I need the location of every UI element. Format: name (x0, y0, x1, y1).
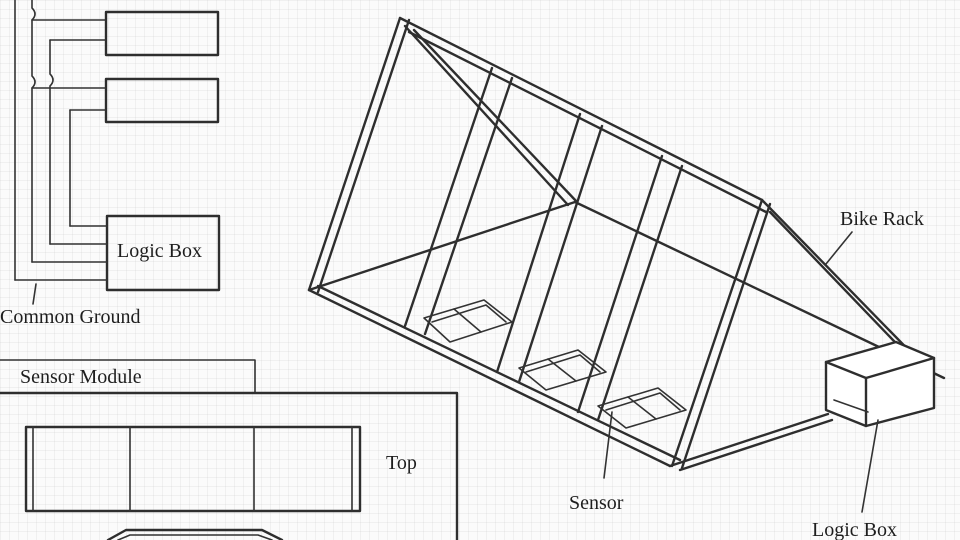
bike-rack-label: Bike Rack (840, 208, 924, 230)
bike-rack-dividers (403, 66, 684, 422)
schematic-module-middle (104, 77, 220, 124)
schematic-logic-box-label: Logic Box (117, 240, 202, 262)
top-view-label: Top (386, 452, 417, 474)
schematic-feed-lines (14, 19, 108, 305)
rack-sensor-pad-1 (423, 299, 513, 343)
rack-leader-lines (603, 231, 879, 513)
sensor-module-side-view (106, 528, 284, 540)
sensor-module-label: Sensor Module (20, 366, 142, 388)
bike-rack-drawing: Bike Rack Sensor Logic Box (307, 16, 946, 540)
schematic-module-top (104, 10, 220, 57)
bike-rack-braces (403, 24, 579, 207)
rack-sensor-pad-2 (518, 349, 607, 391)
schematic-logic-box (105, 214, 221, 292)
rack-logic-box (824, 340, 936, 428)
schematic-bus-lines (14, 0, 71, 281)
sensor-module-drawing: Sensor Module Top (0, 359, 459, 540)
sensor-module-top-view (24, 425, 362, 513)
sensor-label: Sensor (569, 492, 624, 514)
wiring-schematic: Logic Box Common Ground (0, 0, 221, 328)
rack-sensor-pad-3 (597, 387, 687, 429)
rack-logic-box-label: Logic Box (812, 519, 897, 540)
common-ground-label: Common Ground (0, 306, 141, 328)
sensor-module-housing (0, 391, 459, 540)
rack-sensor-pads (423, 299, 687, 429)
